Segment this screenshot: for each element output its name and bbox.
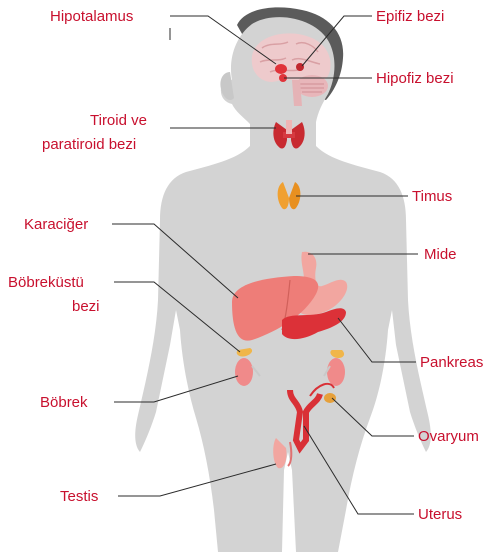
label-ovary: Ovaryum <box>418 428 479 445</box>
label-kidney: Böbrek <box>40 394 88 411</box>
label-stomach: Mide <box>424 246 457 263</box>
label-thymus: Timus <box>412 188 452 205</box>
label-liver: Karaciğer <box>24 216 88 233</box>
label-adrenal-line2: bezi <box>72 298 100 315</box>
hypothalamus-gland <box>275 64 287 74</box>
label-hypothalamus: Hipotalamus <box>50 8 133 25</box>
label-adrenal-line1: Böbreküstü <box>8 274 84 291</box>
pineal-gland <box>296 63 304 71</box>
label-uterus: Uterus <box>418 506 462 523</box>
label-pancreas: Pankreas <box>420 354 483 371</box>
label-pituitary: Hipofiz bezi <box>376 70 454 87</box>
label-thyroid-line1: Tiroid ve <box>90 112 147 129</box>
label-pineal: Epifiz bezi <box>376 8 444 25</box>
label-thyroid-line2: paratiroid bezi <box>42 136 136 153</box>
ovary <box>324 393 336 403</box>
label-testis: Testis <box>60 488 98 505</box>
